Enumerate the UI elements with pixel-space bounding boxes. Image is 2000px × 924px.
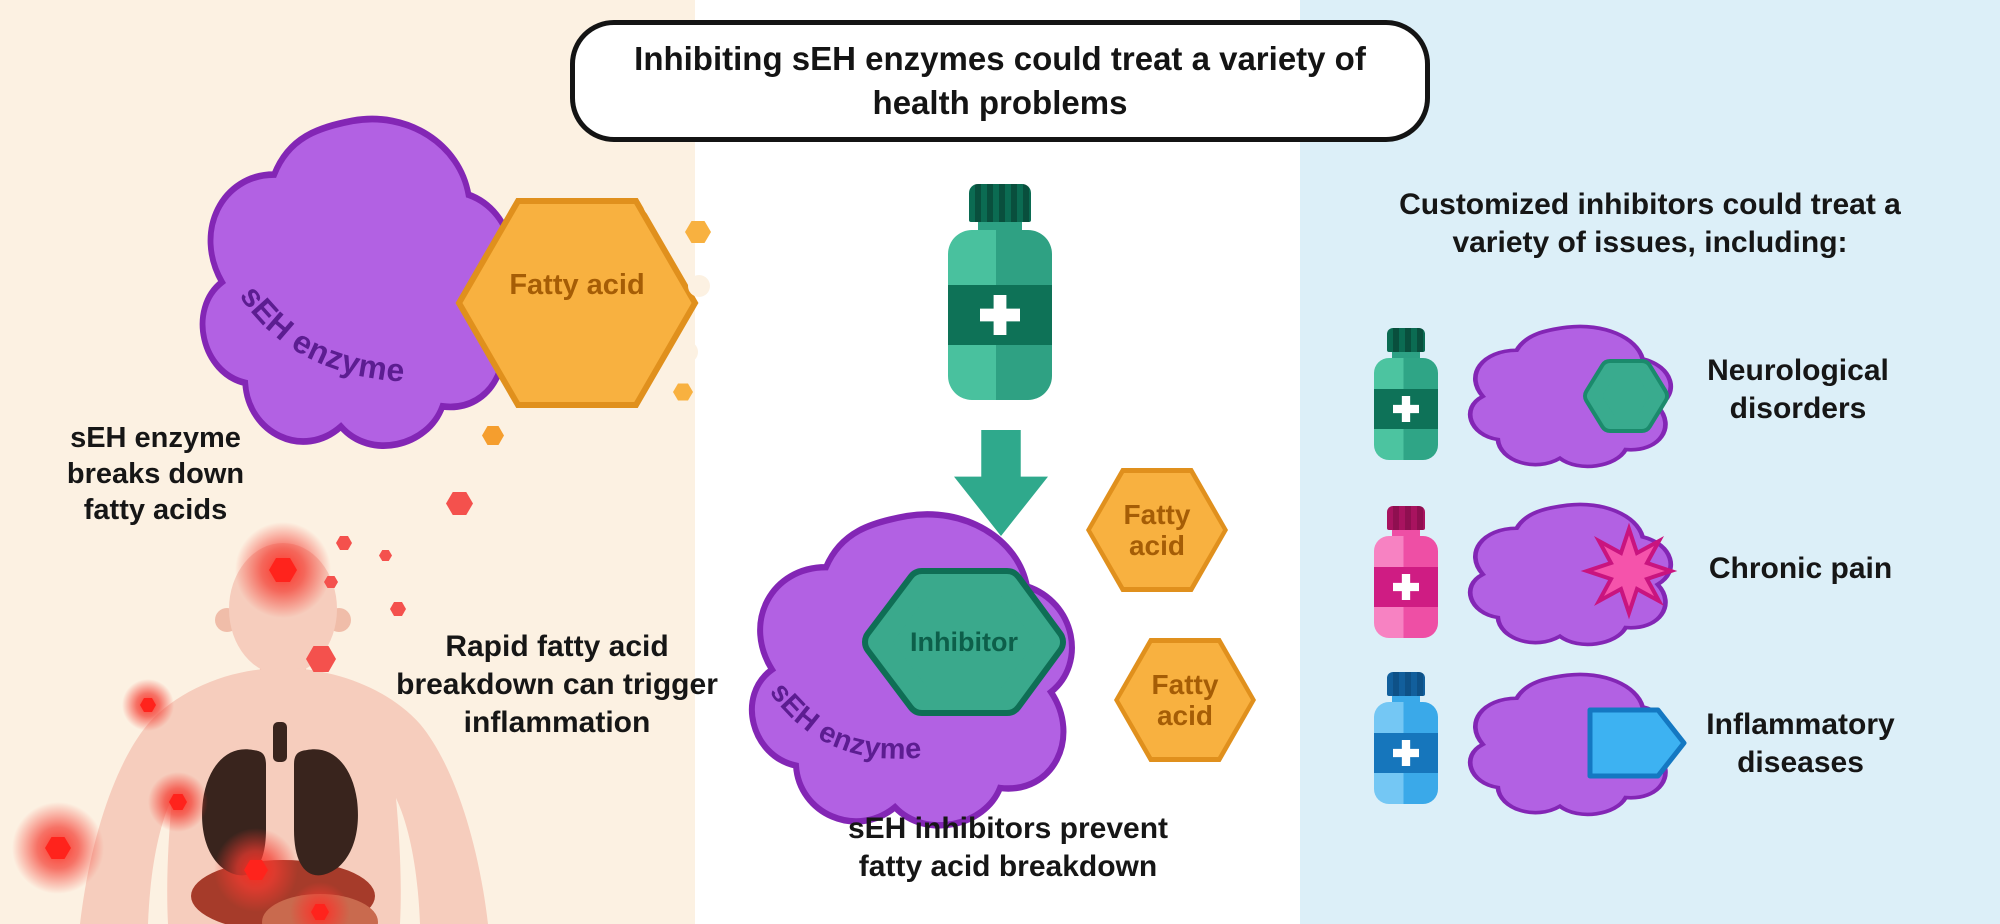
inhibitor-label: Inhibitor <box>910 627 1018 657</box>
item-label-neurological: Neurological disorders <box>1707 354 1889 425</box>
right-panel-heading: Customized inhibitors could treat a vari… <box>1399 188 1901 259</box>
medical-cross-icon <box>980 295 1020 335</box>
enzyme-with-blue-inhibitor <box>1467 672 1687 817</box>
hexagon-crumb <box>685 221 711 243</box>
fatty-acid-hexagon: Fatty acid <box>1086 468 1228 592</box>
bottle-neck <box>1392 696 1420 702</box>
human-body-inflammation-graphic <box>12 522 488 924</box>
medical-cross-icon <box>1393 740 1419 766</box>
blue-inhibitor-bottle <box>1374 672 1438 804</box>
inhibitor-shape <box>1580 522 1678 620</box>
item-label-chronic-pain: Chronic pain <box>1708 552 1893 585</box>
bottle-cap <box>1387 506 1425 530</box>
inhibitor-shape <box>862 568 1066 716</box>
bottle-body <box>1374 358 1438 460</box>
medical-cross-icon <box>1393 396 1419 422</box>
bottle-label-band <box>1374 389 1438 429</box>
hexagon-bite <box>676 341 698 363</box>
bottle-label-band <box>1374 567 1438 607</box>
fatty-acid-hexagon <box>455 190 711 408</box>
inhibitor-shape <box>1587 707 1687 779</box>
teal-inhibitor-bottle <box>1374 328 1438 460</box>
torso <box>80 668 488 924</box>
bottle-body <box>948 230 1052 400</box>
fatty-acid-fragment <box>336 536 352 550</box>
fatty-acid-fragment <box>446 492 473 515</box>
fatty-acid-label: Fatty acid <box>1123 499 1191 561</box>
fatty-acid-fragment <box>379 550 392 561</box>
enzyme-breaks-fatty-acid-graphic: sEH enzyme <box>199 115 711 449</box>
bottle-neck <box>1392 352 1420 358</box>
hexagon-crumb <box>673 383 693 401</box>
inhibitor-shape <box>1583 359 1669 433</box>
seh-enzyme-blob <box>199 115 515 449</box>
fatty-acid-label: Fatty acid <box>1151 669 1219 731</box>
bottle-cap <box>1387 328 1425 352</box>
caption-enzyme-breakdown: sEH enzyme breaks down fatty acids <box>66 422 245 526</box>
bottle-body <box>1374 536 1438 638</box>
enzyme-inhibitor-graphic: sEH enzyme <box>748 511 1075 829</box>
caption-inhibitors-prevent: sEH inhibitors prevent fatty acid breakd… <box>847 812 1169 883</box>
caption-inflammation: Rapid fatty acid breakdown can trigger i… <box>396 630 718 739</box>
bottle-cap <box>1387 672 1425 696</box>
hexagon-bite <box>688 275 710 297</box>
hexagon-bite <box>643 190 671 218</box>
fatty-acid-hexagon: Fatty acid <box>1114 638 1256 762</box>
enzyme-with-pink-inhibitor <box>1467 502 1678 647</box>
fatty-acid-fragment <box>482 426 504 445</box>
pink-inhibitor-bottle <box>1374 506 1438 638</box>
inflammation-glow-spots <box>12 522 350 924</box>
bottle-neck <box>1392 530 1420 536</box>
bottle-label-band <box>948 285 1052 345</box>
bottle-neck <box>978 222 1022 230</box>
bottle-cap <box>969 184 1031 222</box>
bottle-label-band <box>1374 733 1438 773</box>
title-banner: Inhibiting sEH enzymes could treat a var… <box>570 20 1430 142</box>
fatty-acid-fragment <box>390 602 406 616</box>
fatty-acid-fragment <box>324 576 338 588</box>
title-text: Inhibiting sEH enzymes could treat a var… <box>634 40 1366 121</box>
seh-enzyme-blob <box>1467 502 1674 647</box>
bottle-body <box>1374 702 1438 804</box>
fatty-acid-label: Fatty acid <box>509 269 645 301</box>
inhibitor-medicine-bottle <box>948 184 1052 400</box>
enzyme-with-teal-inhibitor <box>1467 324 1674 469</box>
item-label-inflammatory: Inflammatory diseases <box>1706 708 1895 779</box>
medical-cross-icon <box>1393 574 1419 600</box>
